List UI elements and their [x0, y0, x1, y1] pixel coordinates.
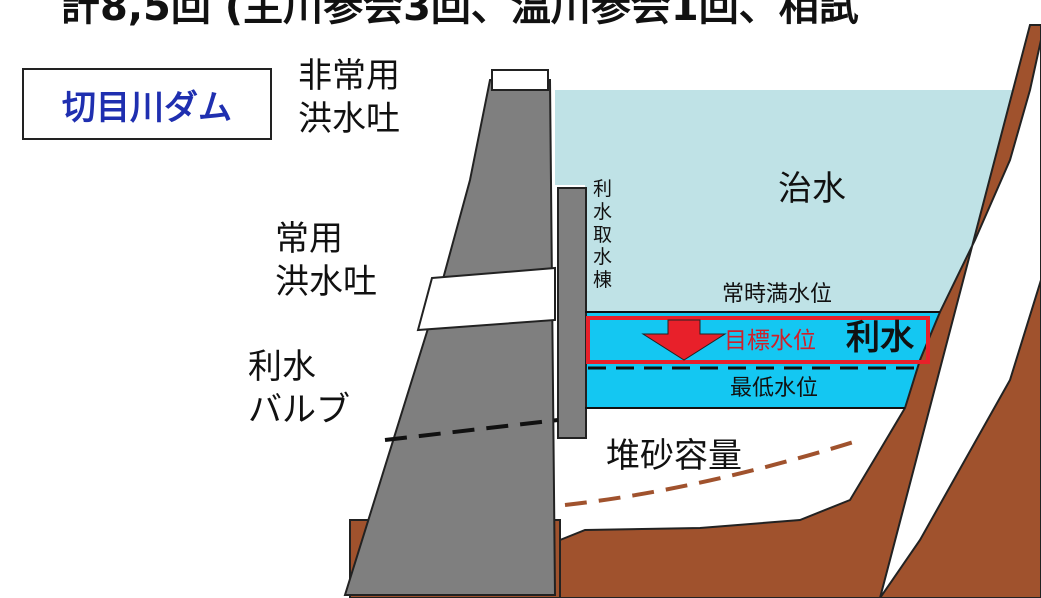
regular-spillway-label: 常用 洪水吐	[275, 219, 377, 302]
intake-tower	[557, 187, 587, 439]
water-use-valve-label: 利水 バルブ	[248, 347, 350, 430]
ground-slope	[559, 24, 1041, 598]
dam-crest	[491, 69, 549, 91]
lower-arrow	[641, 319, 727, 361]
page-title-partial: 計8,5回 (主川参会3回、温川参会1回、相試	[60, 0, 859, 30]
target-level-box	[586, 316, 930, 364]
normal-full-level-label: 常時満水位	[722, 282, 833, 307]
sediment-capacity-label: 堆砂容量	[606, 436, 742, 476]
spillway-band	[416, 266, 556, 332]
dam-body	[343, 79, 557, 596]
dam-name: 切目川ダム	[62, 87, 232, 128]
intake-tower-label: 利 水 取 水 棟	[593, 178, 613, 292]
water-use-label: 利水	[846, 318, 914, 358]
dam-name-box: 切目川ダム	[22, 68, 272, 140]
sediment-line	[564, 438, 861, 507]
target-level-label: 目標水位	[724, 328, 816, 354]
emergency-spillway-label: 非常用 洪水吐	[298, 56, 400, 139]
min-level-label: 最低水位	[730, 376, 819, 401]
flood-control-zone	[555, 90, 1030, 312]
flood-control-label: 治水	[778, 169, 846, 209]
valve-line	[384, 418, 559, 442]
sediment-zone	[585, 408, 905, 530]
